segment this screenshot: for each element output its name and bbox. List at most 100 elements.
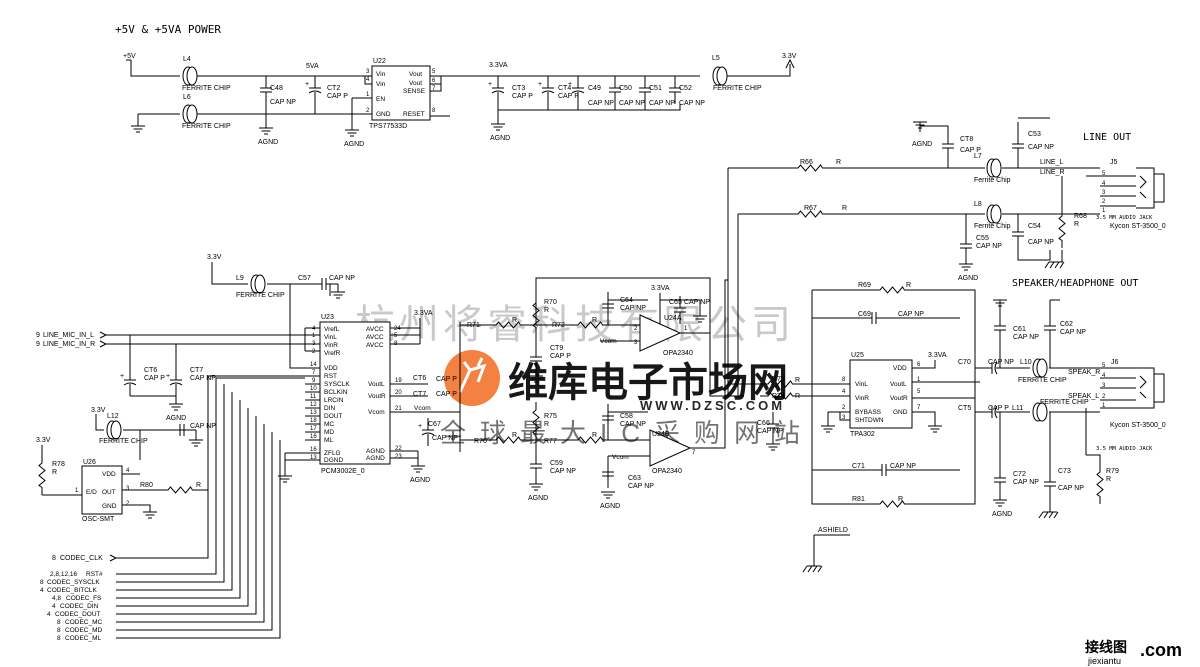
cap-c51-ref: C51 [649, 85, 662, 92]
svg-text:E/D: E/D [86, 489, 97, 496]
svg-text:1: 1 [1102, 208, 1106, 214]
svg-text:EN: EN [376, 96, 385, 103]
ferrite-l9-ref: L9 [236, 275, 244, 282]
svg-text:4: 4 [1102, 373, 1106, 379]
cap-c56-value: CAP NP [976, 243, 1002, 250]
cap-c52-value: CAP NP [679, 100, 705, 107]
watermark-url: WWW.DZSC.COM [640, 398, 785, 413]
svg-text:1: 1 [1102, 403, 1106, 409]
ferrite-l8-ref: L8 [974, 201, 982, 208]
svg-text:DOUT: DOUT [324, 413, 342, 420]
cap-ct8-value: CAP P [988, 405, 1009, 412]
svg-text:Vin: Vin [376, 71, 386, 78]
svg-text:2: 2 [366, 108, 370, 114]
res-r70-ref: R70 [544, 299, 557, 306]
agnd-label-r75: AGND [528, 495, 548, 502]
port-codec-mc[interactable]: CODEC_MC [65, 619, 103, 626]
port-line-mic-in-l[interactable]: LINE_MIC_IN_L [43, 332, 94, 339]
agnd-label-codec: AGND [410, 477, 430, 484]
svg-text:11: 11 [310, 394, 317, 400]
cap-c53-value: CAP P [960, 147, 981, 154]
ferrite-l4-ref: L4 [183, 56, 191, 63]
port-rst[interactable]: RST# [86, 571, 103, 578]
svg-text:3: 3 [842, 415, 846, 421]
cap-ct3-ref: CT3 [512, 85, 525, 92]
u25-ref: U25 [851, 352, 864, 359]
rail-33v-label-top: 3.3V [782, 53, 797, 60]
res-r71-value: R [512, 317, 517, 324]
cap-c57-value: CAP NP [329, 275, 355, 282]
svg-text:2: 2 [1102, 199, 1106, 205]
jack-j5[interactable]: 5 4 3 2 1 [1086, 167, 1165, 214]
svg-text:5: 5 [1102, 363, 1106, 369]
ferrite-l11-ref: L11 [1012, 405, 1023, 412]
res-r72-value: R [592, 317, 597, 324]
svg-text:VinL: VinL [324, 334, 337, 341]
port-codec-clk[interactable]: CODEC_CLK [60, 555, 103, 562]
svg-text:22: 22 [395, 446, 402, 452]
res-r78-ref: R78 [52, 461, 65, 468]
cap-c63-value: CAP P [550, 353, 571, 360]
ferrite-l7 [986, 158, 1002, 178]
codec-port-list: 2,8,12,16 RST# 8 CODEC_SYSCLK 4 CODEC_BI… [40, 571, 103, 642]
res-r80-ref: R80 [140, 482, 153, 489]
svg-text:SYSCLK: SYSCLK [324, 381, 350, 388]
cap-c66-value: CAP NP [620, 421, 646, 428]
vcom-label-codec: Vcom [414, 405, 431, 412]
ferrite-l4 [182, 66, 198, 86]
svg-text:AVCC: AVCC [366, 334, 384, 341]
cap-c67-value: CAP NP [190, 423, 216, 430]
rail-33v-label-osc: 3.3V [36, 437, 51, 444]
cap-ct6-ref: CT6 [144, 367, 157, 374]
svg-text:18: 18 [310, 418, 317, 424]
cap-c61-ref: C61 [1013, 326, 1026, 333]
rail-33v-label-codec: 3.3V [207, 254, 222, 261]
svg-text:13: 13 [310, 455, 317, 461]
agnd-label-ct: AGND [166, 415, 186, 422]
svg-text:DGND: DGND [324, 457, 343, 464]
svg-text:3: 3 [634, 340, 638, 346]
res-r78-value: R [52, 469, 57, 476]
agnd-label-3: AGND [490, 135, 510, 142]
res-r79-value: R [1106, 476, 1111, 483]
svg-text:8: 8 [842, 377, 846, 383]
u24b-part: OPA2340 [652, 468, 682, 475]
ferrite-l12 [106, 420, 122, 440]
cap-c63-ref: CT9 [550, 345, 563, 352]
port-line-mic-in-r[interactable]: LINE_MIC_IN_R [43, 341, 95, 348]
port-codec-dout[interactable]: CODEC_DOUT [55, 611, 101, 618]
svg-text:20: 20 [395, 390, 402, 396]
svg-text:Vout: Vout [409, 71, 422, 78]
port-codec-din[interactable]: CODEC_DIN [60, 603, 99, 610]
cap-c71-ref: C63 [628, 475, 641, 482]
res-r67-value: R [842, 205, 847, 212]
cap-c69-ref: C59 [550, 460, 563, 467]
port-codec-bitclk[interactable]: CODEC_BITCLK [47, 587, 98, 594]
svg-text:7: 7 [432, 86, 436, 92]
svg-text:BCLKIN: BCLKIN [324, 389, 348, 396]
rail-33va-label-u25: 3.3VA [928, 352, 947, 359]
port-codec-ml[interactable]: CODEC_ML [65, 635, 102, 642]
port-codec-md[interactable]: CODEC_MD [65, 627, 103, 634]
svg-text:MC: MC [324, 421, 334, 428]
svg-text:VoutL: VoutL [890, 381, 907, 388]
jack-j6[interactable]: 5 4 3 2 1 [1100, 363, 1165, 409]
svg-text:16: 16 [310, 434, 317, 440]
svg-text:1: 1 [684, 326, 688, 332]
svg-text:14: 14 [310, 362, 317, 368]
ferrite-l6-value: FERRITE CHIP [182, 123, 231, 130]
svg-text:8: 8 [57, 619, 61, 626]
net-line-l: LINE_L [1040, 159, 1063, 166]
svg-text:DIN: DIN [324, 405, 336, 412]
port-codec-fs[interactable]: CODEC_FS [66, 595, 102, 602]
svg-text:Vout: Vout [409, 80, 422, 87]
svg-text:19: 19 [395, 378, 402, 384]
port-codec-sysclk[interactable]: CODEC_SYSCLK [47, 579, 100, 586]
cap-c72-ref: C72 [1013, 471, 1026, 478]
svg-text:VoutL: VoutL [368, 381, 385, 388]
ferrite-l7-ref: L7 [974, 153, 982, 160]
cap-c72-value: CAP NP [1013, 479, 1039, 486]
cap-c62-ref: C62 [1060, 321, 1073, 328]
power-title: +5V & +5VA POWER [115, 23, 221, 36]
speaker-section: R66 R R67 R R73 R74 R R C66 CAP NP U25 T… [727, 159, 1166, 573]
